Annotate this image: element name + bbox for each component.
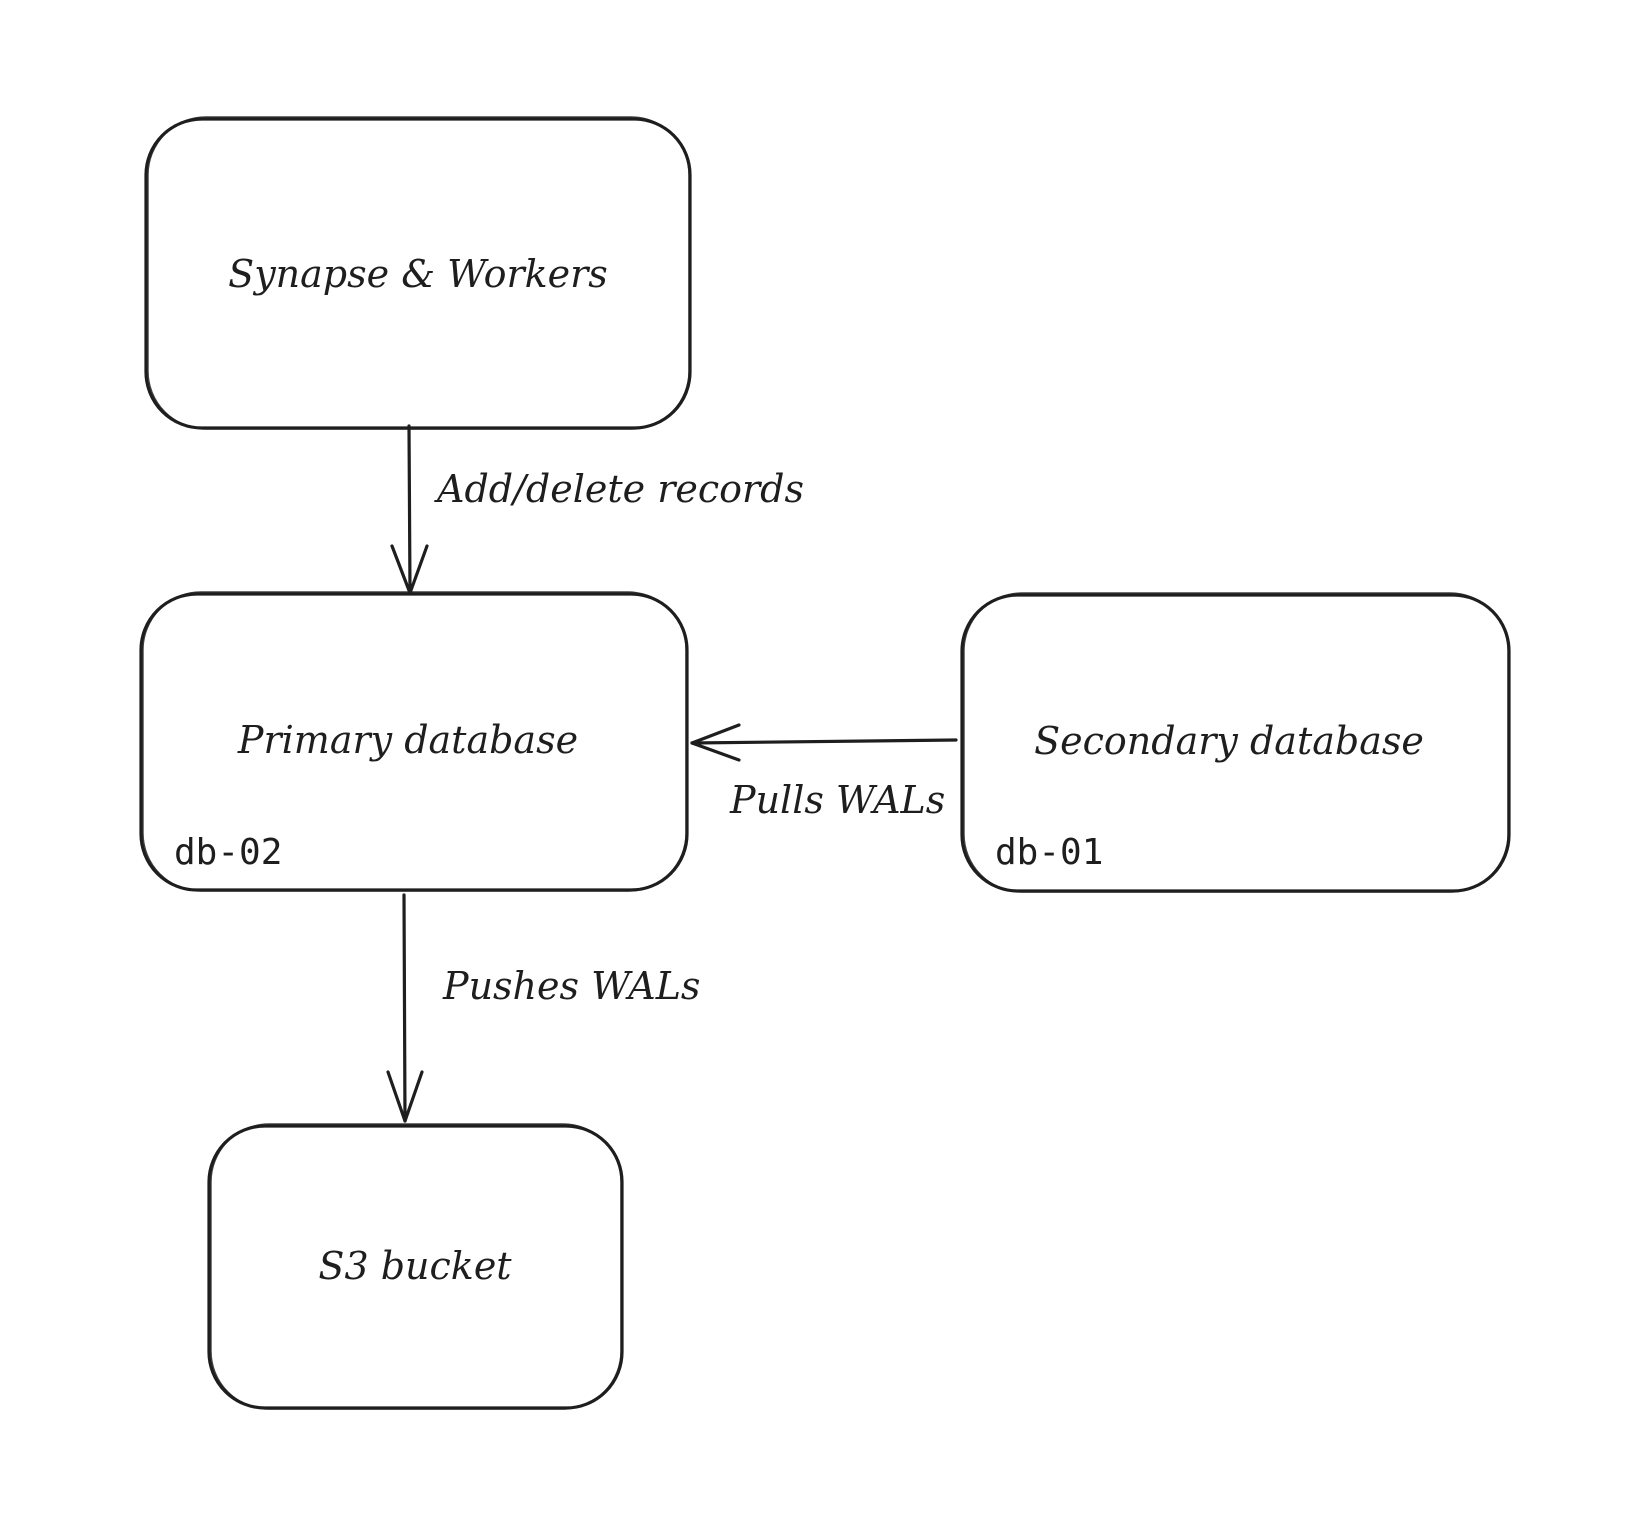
node-label-primary-database: Primary database [237,718,578,762]
node-synapse-workers[interactable]: Synapse & Workers [144,116,692,430]
edge-secondary-to-primary: Pulls WALs [690,723,958,822]
node-s3-bucket[interactable]: S3 bucket [207,1123,624,1410]
arrowhead-left-icon [690,723,741,762]
node-label-synapse-workers: Synapse & Workers [228,252,608,296]
arrowhead-down-icon [386,1070,424,1123]
edge-primary-to-s3: Pushes WALs [386,893,700,1123]
node-primary-database[interactable]: Primary database db-02 [139,591,689,892]
edge-line-primary-s3 [402,893,407,1123]
arrowhead-down-icon [390,544,429,595]
node-label-secondary-database: Secondary database [1034,719,1424,763]
edge-line-synapse-primary [407,424,412,594]
node-label-s3-bucket: S3 bucket [318,1244,512,1288]
node-secondary-database[interactable]: Secondary database db-01 [960,592,1511,893]
host-label-db-02: db-02 [174,832,282,873]
edge-label-add-delete-records: Add/delete records [434,467,804,511]
host-label-db-01: db-01 [995,832,1103,873]
edge-line-secondary-primary [690,738,958,745]
edge-synapse-to-primary: Add/delete records [390,424,804,595]
edge-label-pushes-wals: Pushes WALs [442,964,700,1008]
edge-label-pulls-wals: Pulls WALs [729,778,945,822]
